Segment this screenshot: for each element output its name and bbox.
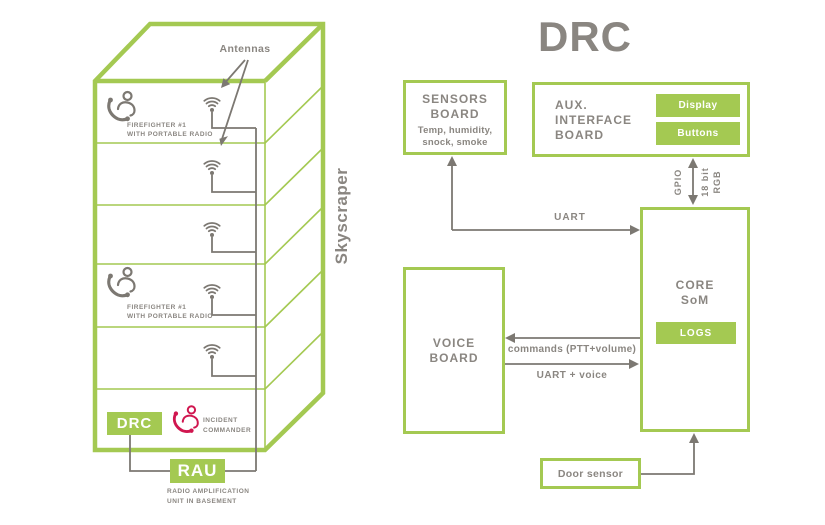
logs-chip: LOGS [656, 322, 736, 344]
connector-lines [129, 59, 695, 475]
drc-title: DRC [538, 13, 632, 60]
rau-caption: RADIO AMPLIFICATION UNIT IN BASEMENT [167, 487, 249, 507]
incident-commander-line2: COMMANDER [203, 427, 252, 434]
firefighter-label-line2: WITH PORTABLE RADIO [127, 313, 213, 320]
aux-interface-board-box: AUX. INTERFACE BOARD Display Buttons [532, 82, 750, 157]
sensors-board-title-line1: SENSORS [422, 92, 488, 106]
aux-board-title: AUX. INTERFACE BOARD [555, 98, 632, 143]
antenna-icon [203, 344, 221, 359]
rau-caption-line1: RADIO AMPLIFICATION [167, 488, 250, 495]
sensors-board-box: SENSORS BOARD Temp, humidity, snock, smo… [403, 80, 507, 155]
door-sensor-box: Door sensor [540, 458, 641, 489]
uart-label: UART [554, 212, 586, 223]
antenna-icon [203, 97, 221, 112]
skyscraper-label: Skyscraper [332, 167, 351, 265]
voice-board-title-line1: VOICE [432, 335, 476, 350]
rgb-label-line2: RGB [712, 170, 722, 194]
skyscraper-floor-lines [95, 81, 324, 450]
sensors-board-desc-line2: snock, smoke [422, 137, 488, 148]
sensors-board-desc: Temp, humidity, snock, smoke [406, 125, 504, 149]
firefighter-label-line1: FIREFIGHTER #1 [127, 122, 187, 129]
door-sensor-label: Door sensor [557, 467, 624, 480]
gpio-label: GPIO [673, 168, 683, 196]
core-som-title-line1: CORE [675, 278, 715, 292]
uart-voice-label: UART + voice [536, 370, 608, 381]
core-som-title-line2: SoM [680, 293, 710, 307]
arrowheads [219, 78, 699, 443]
antennas-label: Antennas [219, 43, 271, 55]
rau-node: RAU [170, 459, 225, 483]
sensors-board-title-line2: BOARD [430, 107, 480, 121]
incident-commander-label: INCIDENT COMMANDER [203, 416, 251, 436]
aux-board-title-line2: INTERFACE [555, 113, 633, 127]
core-som-box: CORE SoM LOGS [640, 207, 750, 432]
sensors-board-title: SENSORS BOARD [406, 92, 504, 122]
voice-board-title: VOICE BOARD [430, 336, 479, 366]
antenna-icon [203, 222, 221, 237]
drc-node: DRC [107, 412, 162, 435]
rau-caption-line2: UNIT IN BASEMENT [167, 498, 237, 505]
firefighter-label: FIREFIGHTER #1 WITH PORTABLE RADIO [127, 303, 213, 321]
firefighter-with-radio-icon [107, 266, 136, 298]
aux-board-title-line1: AUX. [555, 98, 588, 112]
firefighter-label-line1: FIREFIGHTER #1 [127, 304, 187, 311]
sensors-board-desc-line1: Temp, humidity, [417, 125, 493, 136]
voice-board-title-line2: BOARD [429, 350, 479, 365]
firefighter-label-line2: WITH PORTABLE RADIO [127, 131, 213, 138]
skyscraper-outline [92, 21, 326, 453]
buttons-chip: Buttons [656, 122, 740, 145]
rgb-label-line1: 18 bit [700, 167, 710, 197]
antenna-icon [203, 284, 221, 299]
commands-label: commands (PTT+volume) [507, 344, 637, 355]
display-chip: Display [656, 94, 740, 117]
firefighter-with-radio-icon [107, 90, 136, 122]
core-som-title: CORE SoM [643, 278, 747, 308]
firefighter-label: FIREFIGHTER #1 WITH PORTABLE RADIO [127, 121, 213, 139]
aux-board-title-line3: BOARD [555, 128, 604, 142]
voice-board-box: VOICE BOARD [403, 267, 505, 434]
antenna-icon [203, 160, 221, 175]
incident-commander-icon [172, 405, 199, 433]
incident-commander-line1: INCIDENT [203, 417, 238, 424]
